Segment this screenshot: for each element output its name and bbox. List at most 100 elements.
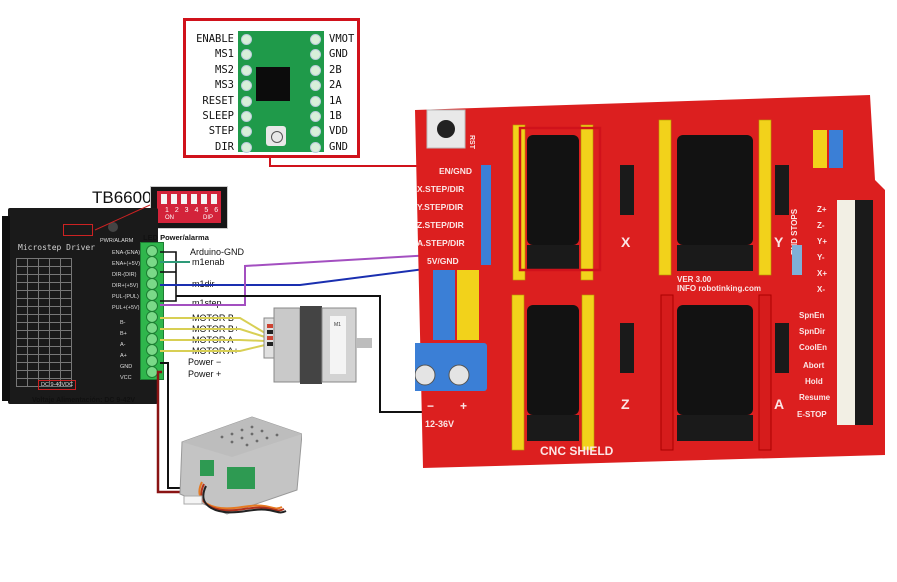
pin-label-left: MS1: [215, 48, 234, 61]
microstep-driver-label: Microstep Driver: [18, 243, 96, 252]
pin-hole: [241, 111, 252, 122]
yellow-header-serial: [813, 130, 827, 168]
resistor: [792, 245, 802, 275]
dip-switch-4: [191, 194, 197, 204]
pin-label-right: 1A: [329, 94, 342, 107]
pin-label-left: SLEEP: [202, 110, 234, 122]
pin-hole: [310, 49, 321, 61]
power-pin-label: B+: [120, 331, 127, 337]
pin-hole: [310, 126, 321, 138]
dip-pointer-line: [94, 204, 151, 231]
terminal-minus: −: [427, 399, 434, 413]
cnc-shield: RST EN/GND X.STEP/DIR Y.STEP/DIR Z.STEP/…: [415, 95, 885, 468]
svg-text:Hold: Hold: [805, 377, 823, 386]
driver-chip: [256, 67, 290, 101]
power-plus-label: Power +: [188, 369, 222, 379]
svg-text:A: A: [774, 396, 784, 412]
driver-socket-y: [658, 119, 772, 276]
driver-socket-a: [660, 294, 772, 451]
current-table: [16, 322, 72, 387]
svg-text:EN/GND: EN/GND: [439, 166, 472, 176]
pin-label-right: 1B: [329, 110, 342, 122]
pwr-alarm-led: [108, 222, 118, 232]
dip-numbers: 1 2 3 4 5 6: [165, 207, 221, 214]
pin-label-right: VDD: [329, 125, 348, 138]
svg-text:X+: X+: [817, 269, 827, 278]
shield-title: CNC SHIELD: [540, 444, 614, 458]
endstop-labels: Z+ Z- Y+ Y- X+ X-: [817, 205, 827, 294]
pin-hole: [241, 126, 252, 138]
svg-text:Abort: Abort: [803, 361, 825, 370]
dip-switch-6: [211, 194, 217, 204]
svg-text:Z.STEP/DIR: Z.STEP/DIR: [417, 220, 464, 230]
svg-text:CoolEn: CoolEn: [799, 343, 827, 352]
motor-header-a: [775, 323, 789, 373]
dip-highlight-box: [63, 224, 93, 236]
left-header-labels: EN/GND X.STEP/DIR Y.STEP/DIR Z.STEP/DIR …: [417, 166, 472, 266]
signal-pin-label: ENA-(ENA): [112, 250, 141, 256]
gnd-bus-wire: [160, 251, 177, 302]
signal-pin-label: DIR+(+5V): [112, 283, 139, 289]
tb6600-title: TB6600: [92, 188, 152, 207]
voltage-caption: Voltaje Alimentación: DC 9-42V: [32, 397, 136, 404]
pin-label-left: MS3: [215, 79, 234, 92]
pin-label-left: DIR: [215, 140, 234, 153]
power-supply: [179, 416, 302, 515]
power-pin-label: B-: [120, 320, 126, 326]
black-header-endstops: [855, 200, 873, 425]
power-pin-label: A-: [120, 342, 126, 348]
mounting-flange: [2, 216, 10, 401]
m1step-label: m1step: [192, 298, 222, 308]
white-header-endstops: [837, 200, 855, 425]
dip-label: DIP: [203, 215, 214, 221]
svg-text:X.STEP/DIR: X.STEP/DIR: [417, 184, 464, 194]
info-label: INFO robotinking.com: [677, 284, 761, 293]
voltage-badge: DC 9-40VDC: [38, 380, 77, 390]
signal-pin-label: PUL-(PUL): [112, 294, 139, 300]
power-pin-label: GND: [120, 364, 133, 370]
motor-header-x: [620, 165, 634, 215]
svg-text:Resume: Resume: [799, 393, 831, 402]
signal-pin-label: DIR-(DIR): [112, 272, 137, 278]
highlight-box: [518, 126, 602, 272]
pin-hole: [310, 141, 321, 153]
pin-hole: [310, 64, 321, 76]
dip-switch-2: [171, 194, 177, 204]
pin-hole: [241, 49, 252, 61]
power-pin-label: A+: [120, 353, 127, 359]
pin-label-right: 2A: [329, 79, 342, 92]
driver-socket-z: [511, 294, 595, 451]
svg-text:Z-: Z-: [817, 221, 825, 230]
led-power-alarm-label: LED Power/alarma: [143, 233, 209, 242]
svg-text:Y.STEP/DIR: Y.STEP/DIR: [417, 202, 463, 212]
version-label: VER 3.00: [677, 275, 712, 284]
blue-header-left: [481, 165, 491, 265]
yellow-jumpers: [457, 270, 479, 340]
svg-text:Z: Z: [621, 396, 630, 412]
svg-text:SpnEn: SpnEn: [799, 311, 824, 320]
pin-label-right: 2B: [329, 63, 342, 76]
svg-text:Y: Y: [774, 234, 784, 250]
pin-label-left: ENABLE: [196, 33, 234, 45]
current-potentiometer: [266, 126, 286, 146]
reset-label: RST: [468, 135, 475, 150]
blue-jumpers: [433, 270, 455, 340]
tb6600-driver: PWR/ALARM Microstep Driver ENA-(ENA)ENA+…: [2, 208, 158, 404]
arduino-gnd-label: Arduino-GND: [190, 247, 245, 257]
m1enab-label: m1enab: [192, 257, 225, 267]
control-labels: SpnEn SpnDir CoolEn Abort Hold Resume E-…: [797, 311, 831, 419]
pin-hole: [241, 80, 252, 92]
dip-switch-5: [201, 194, 207, 204]
pin-label-left: MS2: [215, 63, 234, 76]
dip-switch-1: [161, 194, 167, 204]
pin-hole: [241, 34, 252, 45]
pin-label-left: RESET: [202, 94, 234, 107]
pin-label-right: GND: [329, 48, 348, 61]
step-wire: [160, 249, 519, 306]
svg-text:X-: X-: [817, 285, 825, 294]
pin-hole: [241, 64, 252, 76]
signal-pin-label: PUL+(+5V): [112, 305, 140, 311]
pin-hole: [310, 111, 321, 122]
pin-hole: [310, 34, 321, 45]
motor-wires: [160, 317, 266, 352]
